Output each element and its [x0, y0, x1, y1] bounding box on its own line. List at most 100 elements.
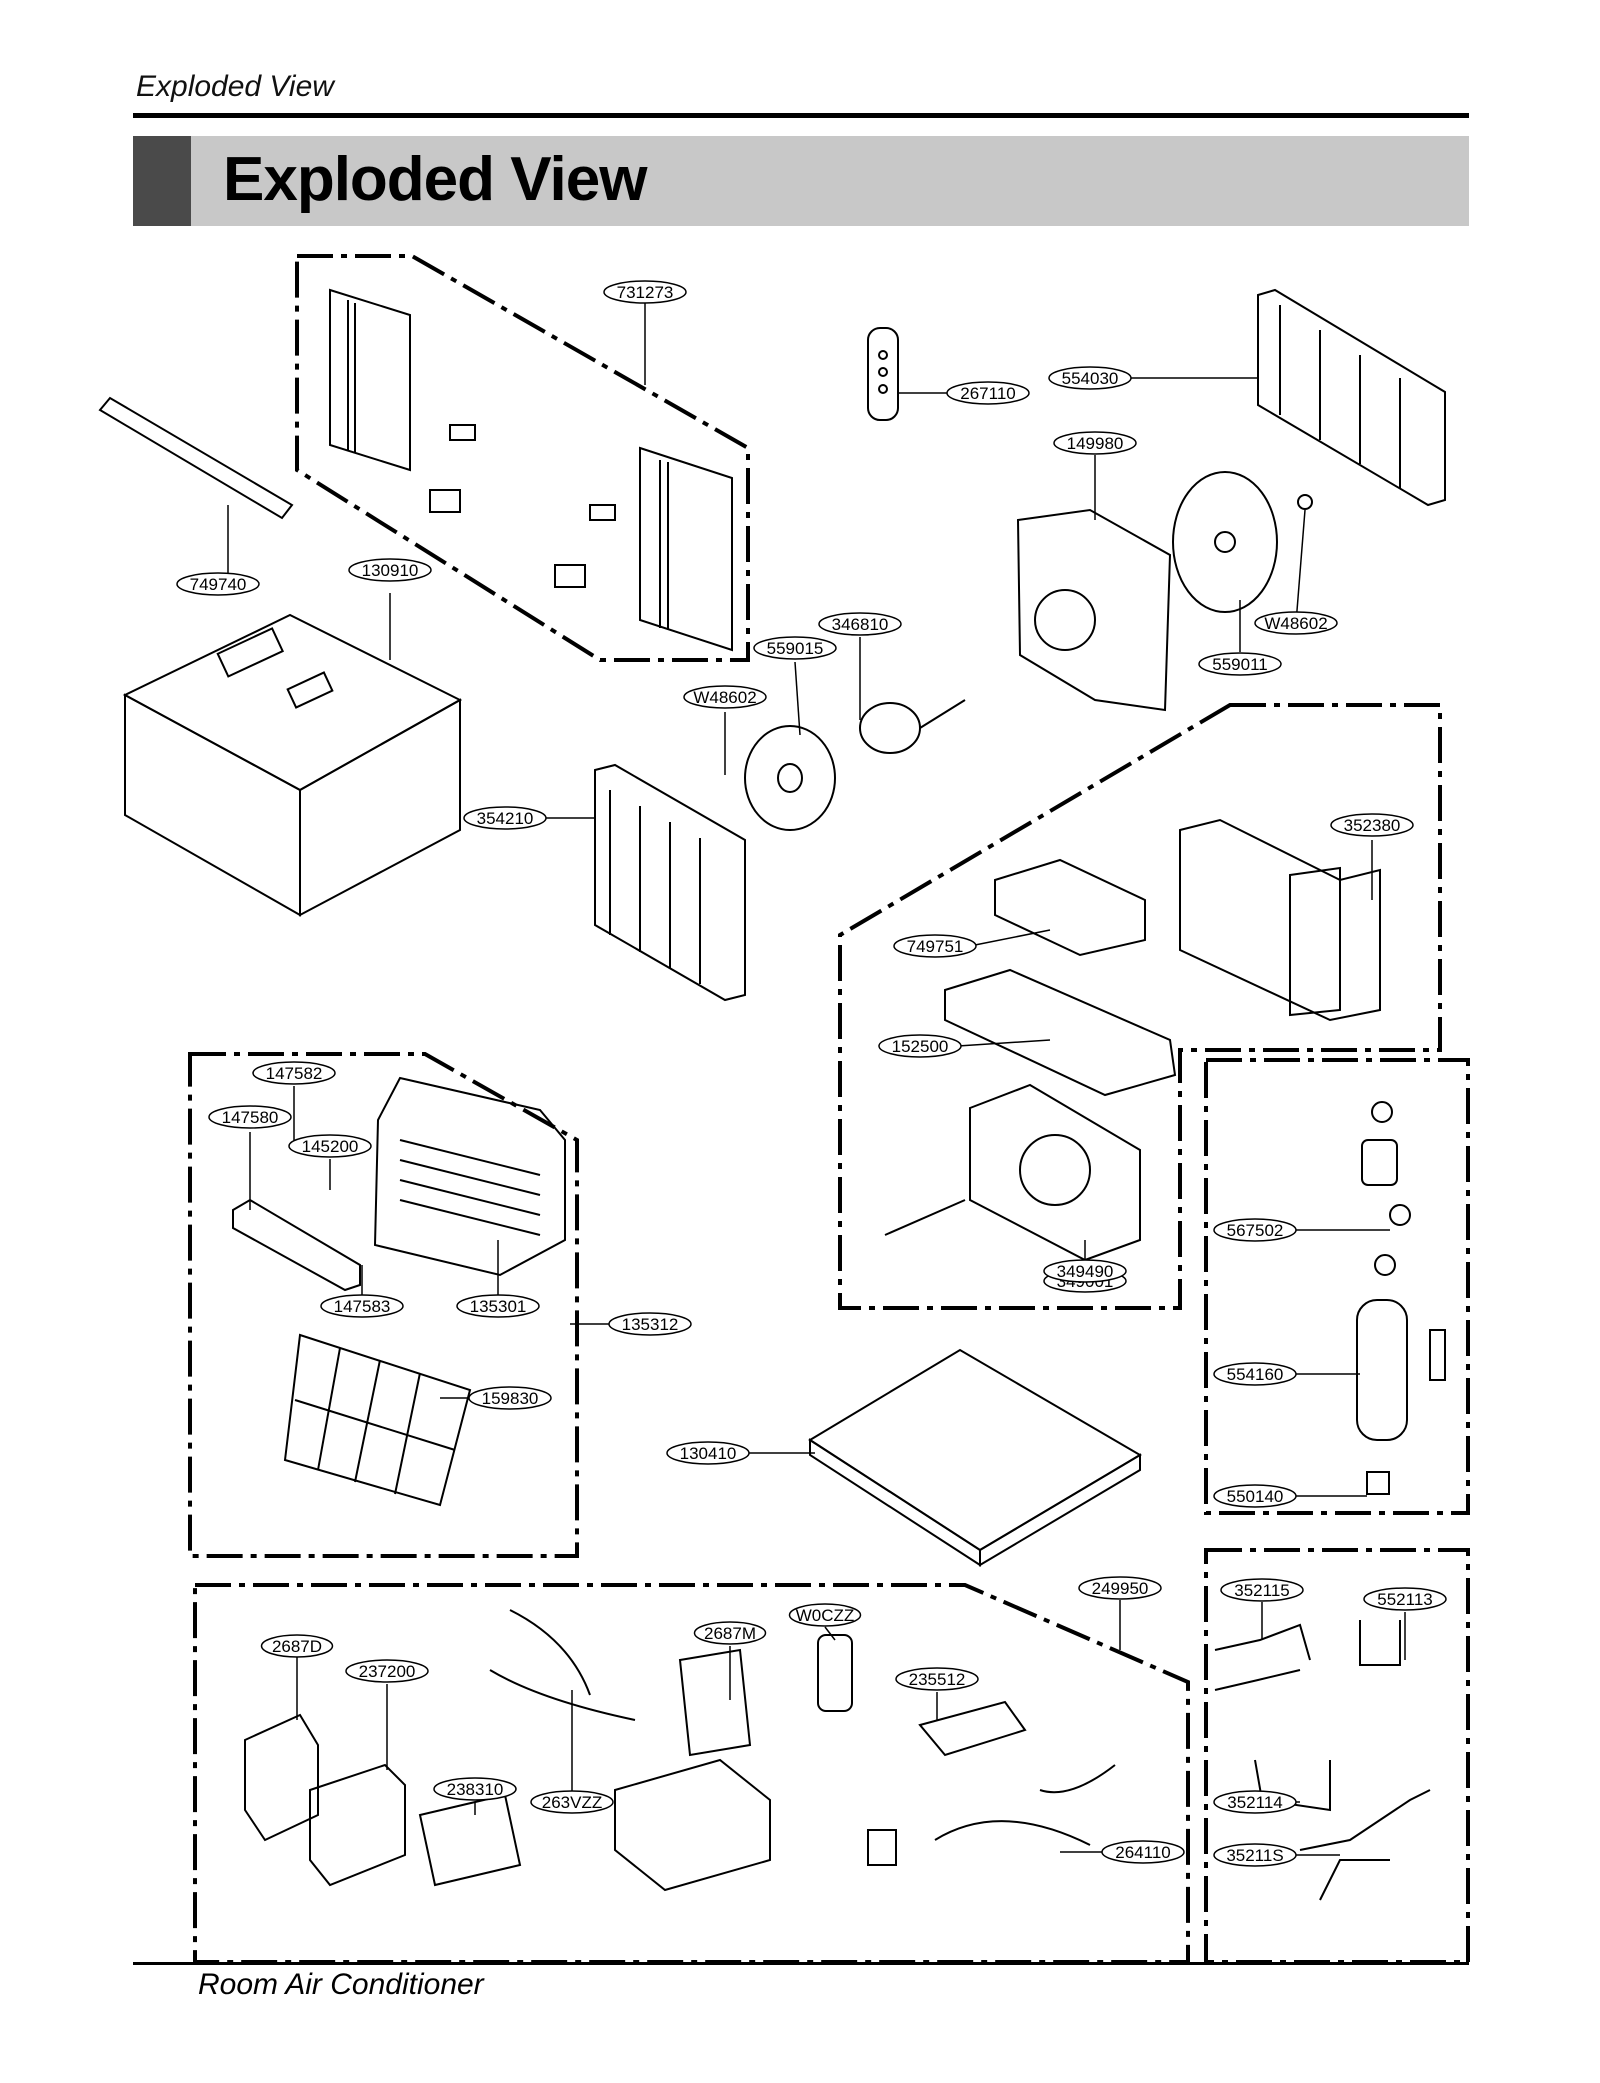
callout-oval — [320, 1294, 404, 1318]
part-callout-35211s: 35211S — [1213, 1843, 1297, 1867]
callout-oval — [1213, 1790, 1297, 1814]
leader-lines — [227, 300, 1406, 1856]
callout-oval — [693, 1621, 767, 1645]
orifice-plate-drawing — [969, 1083, 1141, 1262]
fan-motor-drawing — [859, 699, 966, 754]
callout-label: 159830 — [482, 1389, 539, 1408]
callout-oval — [818, 612, 902, 636]
part-callout-237200: 237200 — [345, 1659, 429, 1683]
wire-harness-drawing — [489, 1609, 1116, 1846]
tubing-drawing — [1214, 1620, 1431, 1901]
callout-oval — [1213, 1362, 1297, 1386]
top-rail-drawing — [98, 396, 294, 520]
part-callouts: 731273267110554030149980749740130910W486… — [176, 280, 1447, 1867]
base-pan-drawing — [808, 1348, 1142, 1567]
callout-label: W48602 — [1264, 614, 1327, 633]
callout-oval — [463, 806, 547, 830]
callout-oval — [946, 381, 1030, 405]
part-callout-267110: 267110 — [946, 381, 1030, 405]
title-banner: Exploded View — [133, 136, 1469, 226]
part-callout-152500: 152500 — [878, 1034, 962, 1058]
callout-oval — [348, 558, 432, 582]
callout-label: 147580 — [222, 1108, 279, 1127]
callout-label: 352380 — [1344, 816, 1401, 835]
remote-control-drawing — [867, 327, 899, 421]
part-callout-354210: 354210 — [463, 806, 547, 830]
callout-label: 559011 — [1212, 655, 1267, 674]
side-frame-left-drawing — [329, 288, 411, 472]
control-box-drawing — [994, 858, 1146, 957]
boundary-side-frames — [295, 254, 750, 662]
callout-label: 147582 — [266, 1064, 323, 1083]
part-callout-749751: 749751 — [893, 934, 977, 958]
callout-oval — [252, 1061, 336, 1085]
callout-oval — [1101, 1840, 1185, 1864]
callout-label: 352115 — [1234, 1581, 1289, 1600]
callout-label: 35211S — [1226, 1846, 1283, 1865]
callout-label: 267110 — [960, 384, 1015, 403]
part-callout-135312: 135312 — [608, 1312, 692, 1336]
cabinet-drawing — [122, 613, 463, 917]
condenser-fan-drawing — [744, 725, 836, 831]
part-callout-130410: 130410 — [666, 1441, 750, 1465]
part-callout-352114: 352114 — [1213, 1790, 1297, 1814]
part-callout-w48602: W48602 — [683, 685, 767, 709]
callout-oval — [176, 572, 260, 596]
air-guide-drawing — [1179, 818, 1381, 1022]
side-frame-right-drawing — [639, 446, 733, 652]
callout-oval — [1053, 431, 1137, 455]
header-section-label: Exploded View — [136, 70, 334, 103]
part-callout-147580: 147580 — [208, 1105, 292, 1129]
part-callout-149980: 149980 — [1053, 431, 1137, 455]
callout-oval — [1363, 1587, 1447, 1611]
callout-oval — [753, 636, 837, 660]
callout-label: 749751 — [907, 937, 964, 956]
banner-tab — [133, 136, 191, 226]
callout-label: 349490 — [1057, 1262, 1114, 1281]
callout-oval — [788, 1603, 862, 1627]
part-callout-2687m: 2687M — [693, 1621, 767, 1645]
callout-oval — [433, 1777, 517, 1801]
part-callout-731273: 731273 — [603, 280, 687, 304]
callout-label: 235512 — [909, 1670, 966, 1689]
callout-oval — [345, 1659, 429, 1683]
callout-oval — [895, 1667, 979, 1691]
boundary-tubing — [1204, 1548, 1470, 1964]
boundary-front-grille — [188, 1052, 579, 1558]
callout-label: 749740 — [190, 575, 247, 594]
callout-oval — [468, 1386, 552, 1410]
callout-label: 238310 — [447, 1780, 504, 1799]
blower-housing-drawing — [1016, 508, 1172, 712]
part-callout-135301: 135301 — [456, 1294, 540, 1318]
callout-oval — [1078, 1576, 1162, 1600]
callout-label: 147583 — [334, 1297, 391, 1316]
choke-drawing — [867, 1829, 897, 1866]
callout-label: 237200 — [359, 1662, 416, 1681]
callout-label: 554160 — [1227, 1365, 1284, 1384]
callout-label: 152500 — [892, 1037, 949, 1056]
condenser-coil-drawing — [594, 763, 746, 1002]
louver-drawing — [232, 1198, 361, 1292]
part-callout-238310: 238310 — [433, 1777, 517, 1801]
part-callout-352380: 352380 — [1330, 813, 1414, 837]
callout-label: 2687M — [704, 1624, 756, 1643]
evaporator-coil-drawing — [1257, 288, 1446, 507]
callout-label: 145200 — [302, 1137, 359, 1156]
callout-label: 130410 — [680, 1444, 737, 1463]
callout-oval — [1220, 1578, 1304, 1602]
part-callout-550140: 550140 — [1213, 1484, 1297, 1508]
part-callout-w48602: W48602 — [1254, 611, 1338, 635]
callout-oval — [260, 1634, 334, 1658]
part-callout-147582: 147582 — [252, 1061, 336, 1085]
footer-rule — [133, 1962, 1469, 1965]
callout-label: 559015 — [767, 639, 824, 658]
callout-label: 135312 — [622, 1315, 679, 1334]
callout-oval — [1330, 813, 1414, 837]
part-callout-567502: 567502 — [1213, 1218, 1297, 1242]
part-callout-554160: 554160 — [1213, 1362, 1297, 1386]
callout-label: 264110 — [1115, 1843, 1170, 1862]
part-callout-249950: 249950 — [1078, 1576, 1162, 1600]
control-box-frame-drawing — [614, 1758, 771, 1892]
callout-oval — [1043, 1259, 1127, 1283]
